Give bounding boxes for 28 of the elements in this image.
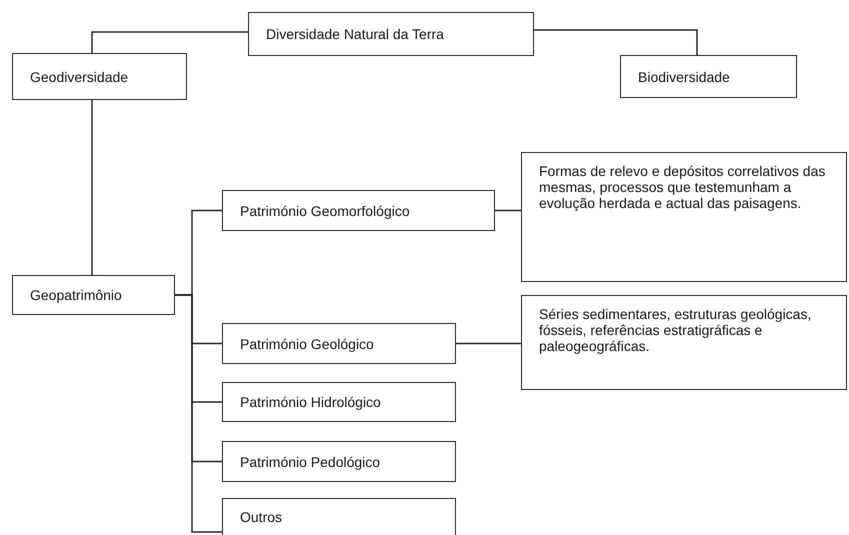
text-box: [12, 275, 175, 315]
box-text: Séries sedimentares, estruturas geológicas, fósseis, referências estratigráficas e paleogeográficas.: [539, 306, 812, 354]
connector-line: [495, 210, 521, 212]
text-box: [222, 498, 456, 535]
box-text: Geodiversidade: [30, 68, 128, 84]
connector-line: [91, 31, 248, 53]
box-text: Património Pedológico: [240, 454, 380, 470]
text-box: [521, 295, 847, 390]
box-text: Diversidade Natural da Terra: [266, 26, 444, 42]
text-box: [222, 323, 456, 364]
box-text: Biodiversidade: [638, 68, 730, 84]
text-box: [521, 152, 847, 282]
text-box: [222, 190, 495, 231]
text-box: [620, 55, 797, 98]
text-box: [222, 441, 456, 482]
box-text: Outros: [240, 509, 284, 525]
box-text: Património Hidrológico: [240, 394, 381, 410]
connector-line: [91, 100, 93, 275]
box-text: Geopatrimônio: [30, 287, 122, 303]
text-box: [222, 382, 456, 422]
connector-line: [456, 342, 521, 344]
box-text: Formas de relevo e depósitos correlativos das mesmas, processos que testemunham a evolução herdada e actual das paisagens.: [539, 163, 826, 211]
box-text: Património Geomorfológico: [240, 202, 410, 218]
connector-line: [534, 29, 698, 55]
connector-line: [175, 294, 222, 533]
text-box: [12, 53, 187, 100]
text-box: [248, 12, 534, 56]
box-text: Património Geológico: [240, 336, 374, 352]
